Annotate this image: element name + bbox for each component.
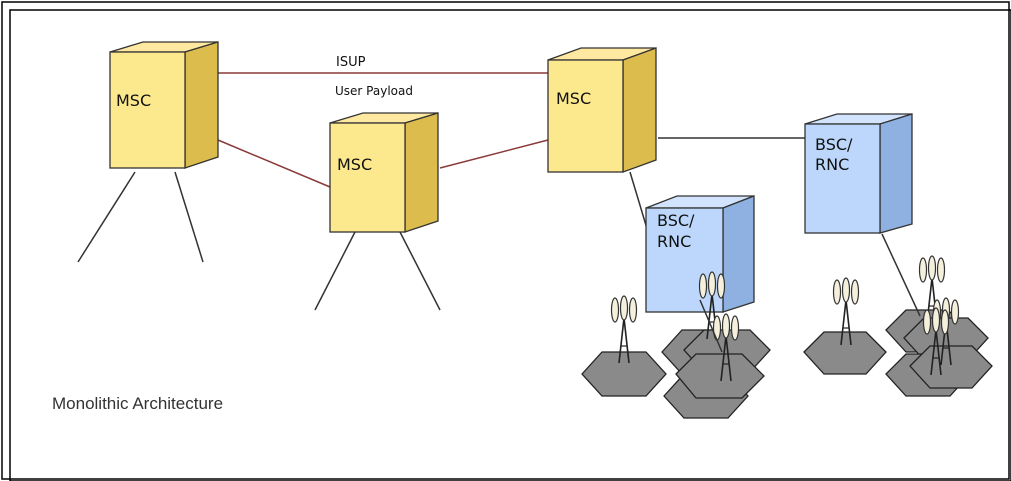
bsc-front-label-line2: RNC [657, 232, 691, 251]
bsc-to-tower-link [699, 299, 723, 353]
bsc-back-label-line1: BSC/ [815, 135, 853, 154]
bsc-to-tower-link [881, 233, 921, 317]
diagram-caption: Monolithic Architecture [52, 394, 223, 413]
bsc-back: BSC/ RNC [804, 113, 913, 234]
access-links [629, 137, 805, 233]
bsc-back-label-line2: RNC [815, 155, 849, 174]
user-payload-label: User Payload [335, 84, 413, 98]
msc-middle-label: MSC [337, 155, 372, 174]
msc-left: MSC [109, 41, 219, 169]
bsc-front-label-line1: BSC/ [657, 211, 695, 230]
msc-left-label: MSC [116, 91, 151, 110]
msc-right-label: MSC [556, 89, 591, 108]
cell-cluster-right [803, 309, 993, 397]
msc-right: MSC [547, 47, 657, 173]
cell-cluster-left [581, 329, 771, 419]
dangling-links [77, 171, 441, 311]
isup-label: ISUP [336, 55, 366, 70]
msc-middle: MSC [329, 112, 439, 233]
trunk-links [217, 72, 549, 188]
